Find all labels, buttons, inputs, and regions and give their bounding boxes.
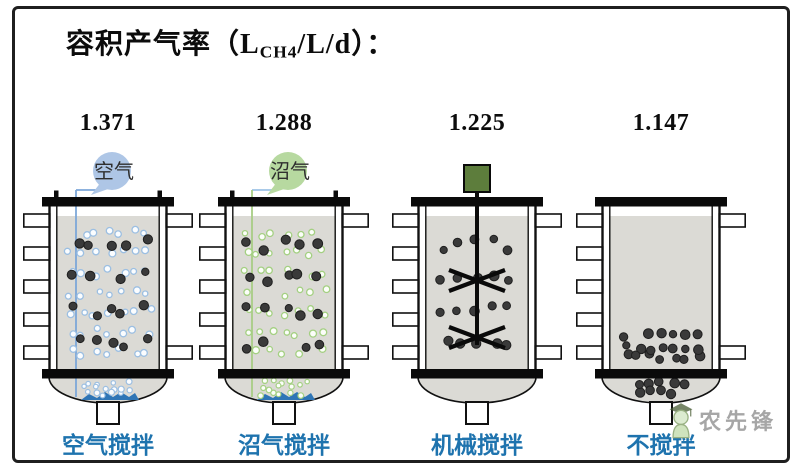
reactor-column-biogas: 1.288 沼气 沼气搅拌 bbox=[199, 96, 369, 460]
svg-text:沼气: 沼气 bbox=[270, 160, 310, 183]
title-suffix: /L/d）： bbox=[297, 29, 396, 60]
stirring-label-biogas: 沼气搅拌 bbox=[238, 433, 330, 458]
rate-value-unstirred: 1.147 bbox=[632, 109, 690, 136]
reactor-figure-biogas: 沼气 bbox=[199, 152, 369, 425]
reactor-column-air: 1.371 空气 空气搅拌 bbox=[23, 96, 193, 460]
watermark-text: 农先锋 bbox=[699, 409, 778, 434]
reactor-column-mechanical: 1.225 机械搅拌 bbox=[392, 96, 562, 460]
watermark: 农先锋 bbox=[666, 398, 777, 442]
rate-value-mechanical: 1.225 bbox=[448, 109, 506, 136]
stirring-label-mechanical: 机械搅拌 bbox=[431, 433, 523, 458]
reactor-figure-mechanical bbox=[392, 164, 562, 425]
reactor-figure-air: 空气 bbox=[23, 152, 193, 425]
reactor-figure-unstirred bbox=[576, 197, 746, 425]
watermark-mascot-icon bbox=[669, 403, 693, 439]
stirring-label-air: 空气搅拌 bbox=[62, 433, 154, 458]
title-prefix: 容积产气率（L bbox=[66, 29, 260, 60]
svg-text:空气: 空气 bbox=[94, 160, 134, 183]
rate-value-air: 1.371 bbox=[79, 109, 137, 136]
rate-value-biogas: 1.288 bbox=[255, 109, 313, 136]
title-subscript-ch4: CH4 bbox=[259, 42, 298, 62]
figure-title: 容积产气率（LCH4/L/d）： bbox=[66, 22, 395, 62]
reactor-column-unstirred: 1.147 不搅拌 bbox=[576, 96, 746, 460]
